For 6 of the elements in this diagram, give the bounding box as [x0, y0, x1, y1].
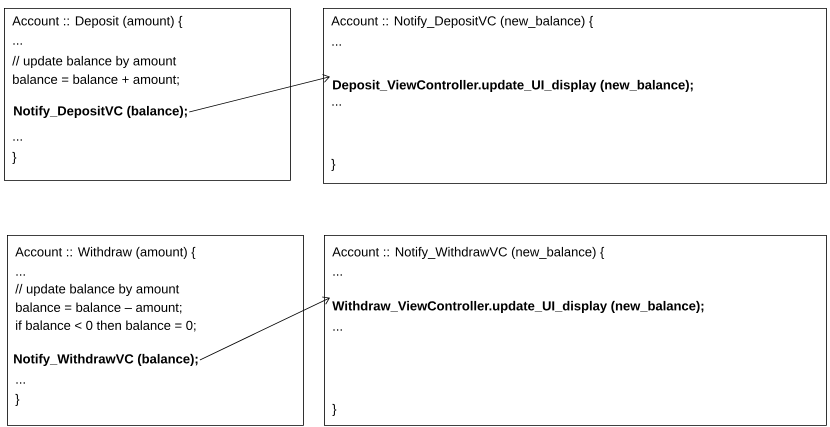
- code-line: Notify_WithdrawVC (balance);: [14, 354, 198, 366]
- arrow: [200, 296, 330, 360]
- code-line: Withdraw_ViewController.update_UI_display (new_balance);: [332, 300, 704, 314]
- arrow: [188, 74, 330, 112]
- code-line: Notify_DepositVC (balance);: [14, 106, 187, 118]
- code-line: Deposit_ViewController.update_UI_display (new_balance);: [333, 80, 693, 92]
